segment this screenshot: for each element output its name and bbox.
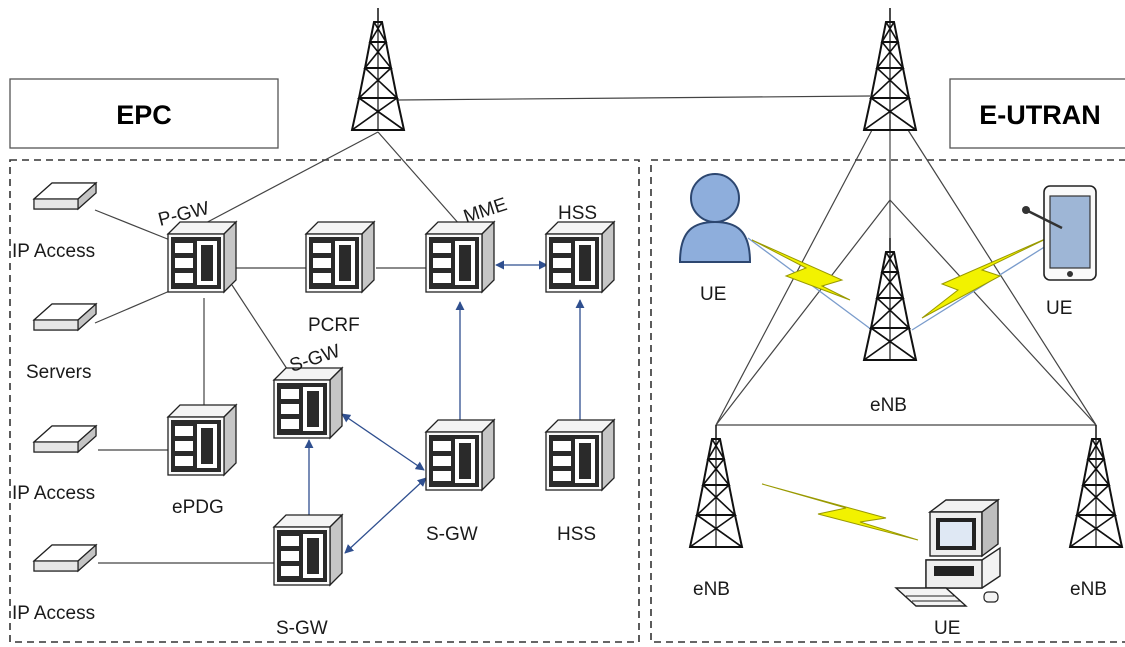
- link-tower-tower: [397, 95, 871, 101]
- sgw-label: S-GW: [276, 618, 328, 639]
- ip-access-label: IP Access: [12, 603, 95, 624]
- router-icon: [33, 544, 97, 572]
- link-ipaccess1-pgw: [94, 209, 171, 241]
- ip-access-label: IP Access: [12, 241, 95, 262]
- server-icon: [545, 419, 615, 491]
- link-pgw-sgw: [231, 284, 294, 379]
- enb-label: eNB: [693, 579, 730, 600]
- link-servers-pgw: [94, 289, 173, 324]
- router-icon: [33, 303, 97, 331]
- arrow-sgwbottom-sgwright: [344, 477, 427, 554]
- link-hub-enb-left: [715, 199, 891, 426]
- router-icon: [33, 182, 97, 210]
- connection-lines: [94, 95, 1097, 564]
- hss-label: HSS: [557, 524, 596, 545]
- enb-label: eNB: [870, 395, 907, 416]
- ue-label: UE: [1046, 298, 1072, 319]
- enb-label: eNB: [1070, 579, 1107, 600]
- server-icon: [425, 419, 495, 491]
- cell-tower-icon: [1069, 424, 1123, 548]
- server-icon: [167, 221, 237, 293]
- cell-tower-icon: [863, 237, 917, 361]
- epdg-label: ePDG: [172, 497, 224, 518]
- link-hub-enb-right: [889, 199, 1097, 426]
- hss-label: HSS: [558, 203, 597, 224]
- link-tower-mme: [377, 131, 461, 226]
- server-icon: [167, 404, 237, 476]
- server-icon: [425, 221, 495, 293]
- lightning-icon: [761, 483, 919, 541]
- cell-tower-icon: [863, 7, 917, 131]
- cell-tower-icon: [351, 7, 405, 131]
- servers-label: Servers: [26, 362, 91, 383]
- server-icon: [273, 514, 343, 586]
- computer-icon: [894, 498, 1001, 607]
- server-icon: [545, 221, 615, 293]
- ue-label: UE: [934, 618, 960, 639]
- sgw-label: S-GW: [426, 524, 478, 545]
- user-icon: [678, 173, 752, 263]
- arrow-sgw-sgw-right: [341, 413, 425, 471]
- pcrf-label: PCRF: [308, 315, 360, 336]
- signaling-arrows: [304, 260, 585, 554]
- epc-title-box: [9, 78, 279, 149]
- server-icon: [273, 367, 343, 439]
- epc-title: EPC: [116, 100, 172, 130]
- eutran-title-box: [949, 78, 1125, 149]
- ip-access-label: IP Access: [12, 483, 95, 504]
- link-tower-pgw: [199, 131, 379, 227]
- router-icon: [33, 425, 97, 453]
- tablet-icon: [1022, 185, 1097, 281]
- node-labels: IP Access Servers IP Access IP Access P-…: [12, 194, 1107, 639]
- lightning-links: [751, 235, 1053, 541]
- lightning-icon: [751, 239, 851, 301]
- link-top-enb-right: [907, 129, 1097, 426]
- server-icon: [305, 221, 375, 293]
- lightning-icon: [921, 235, 1053, 319]
- ue-label: UE: [700, 284, 726, 305]
- cell-tower-icon: [689, 424, 743, 548]
- eutran-title: E-UTRAN: [979, 100, 1101, 130]
